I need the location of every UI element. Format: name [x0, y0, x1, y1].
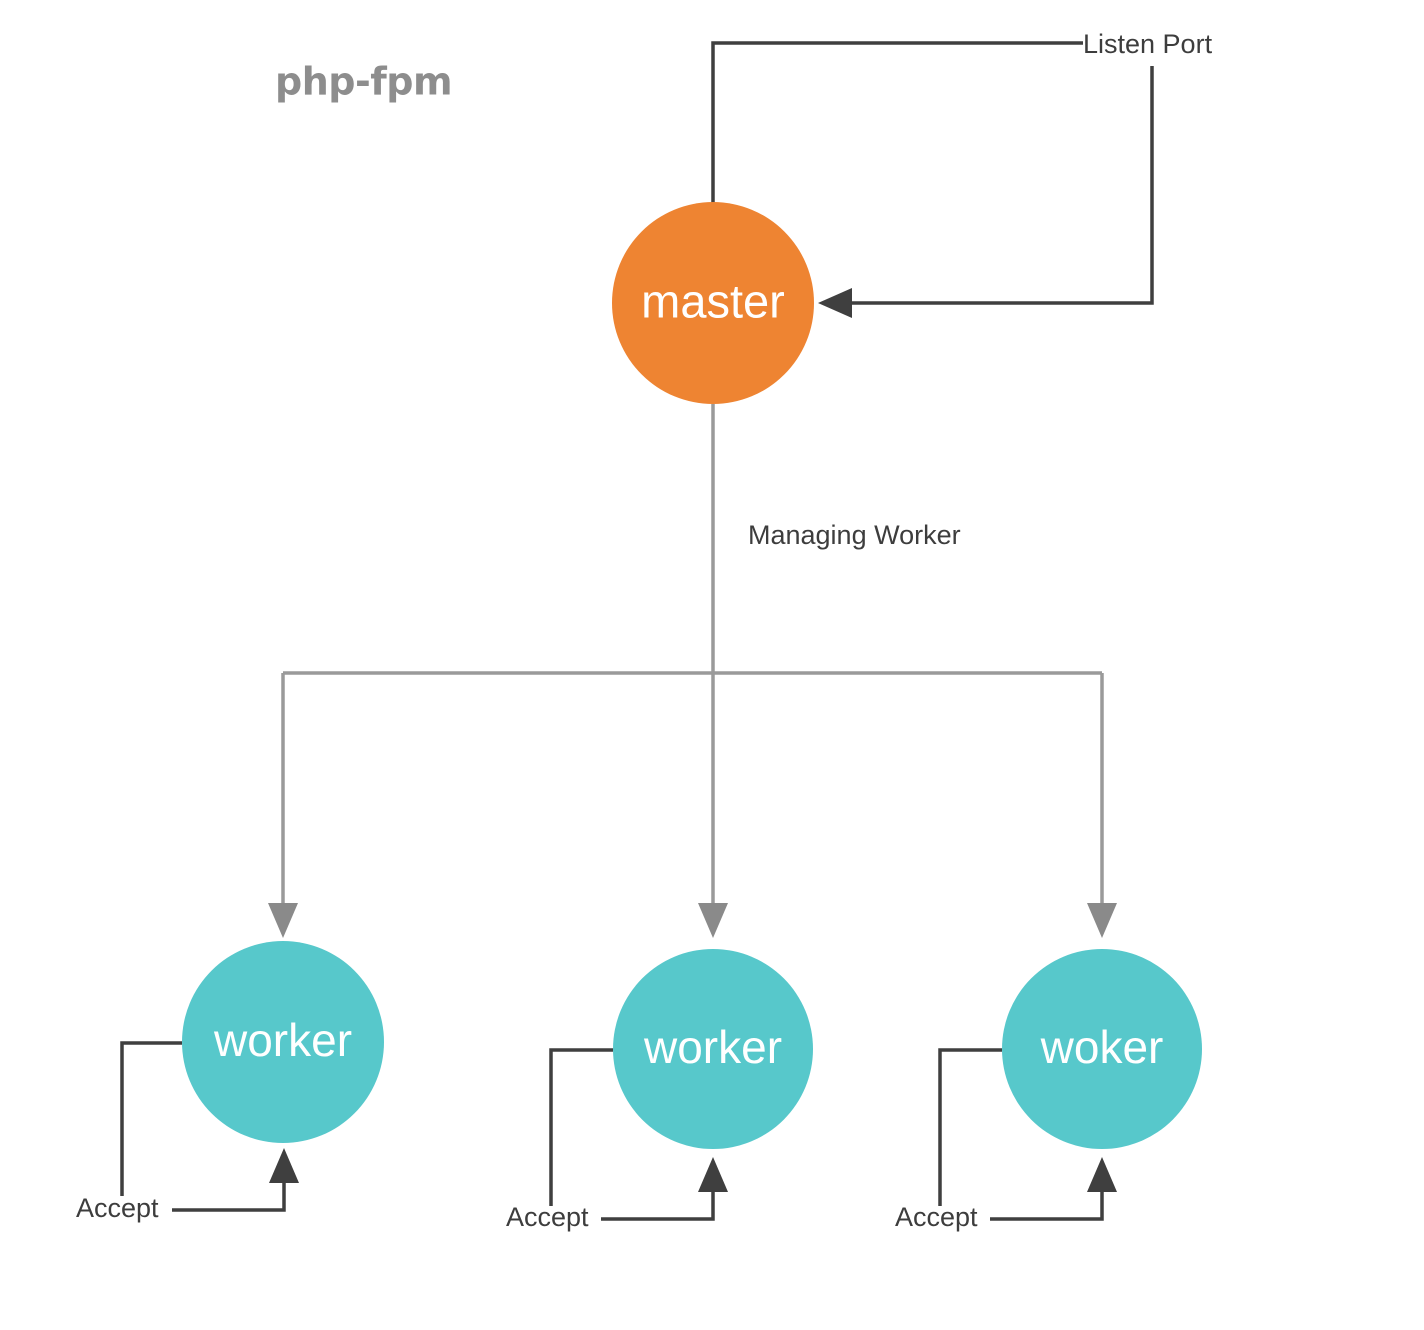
listen-port-arrowhead-icon [818, 288, 852, 318]
edge-accept-worker-3: Accept [895, 1048, 1117, 1232]
worker-1-label: worker [213, 1014, 352, 1066]
worker-1-circle[interactable] [182, 941, 384, 1143]
node-worker-2[interactable]: worker [613, 949, 813, 1149]
worker-3-circle[interactable] [1002, 949, 1202, 1149]
edge-label-listen-port: Listen Port [1083, 29, 1213, 59]
edge-label-accept-3: Accept [895, 1202, 978, 1232]
managing-worker-arrowhead-left-icon [268, 903, 298, 938]
worker-2-circle[interactable] [613, 949, 813, 1149]
edge-label-accept-2: Accept [506, 1202, 589, 1232]
master-node-label: master [641, 274, 785, 327]
worker-3-label: woker [1040, 1021, 1164, 1073]
edge-accept-worker-1: Accept [76, 1041, 299, 1223]
accept-2-arrowhead-icon [698, 1157, 728, 1192]
edge-listen-port: Listen Port [711, 29, 1213, 318]
master-circle[interactable] [612, 202, 814, 404]
node-worker-3[interactable]: woker [1002, 949, 1202, 1149]
accept-3-arrowhead-icon [1087, 1157, 1117, 1192]
accept-1-inbound-line [120, 1041, 182, 1196]
edge-accept-worker-2: Accept [506, 1048, 728, 1232]
node-worker-1[interactable]: worker [182, 941, 384, 1143]
edge-label-managing-worker: Managing Worker [748, 520, 961, 550]
node-master[interactable]: master [612, 202, 814, 404]
worker-2-label: worker [643, 1021, 782, 1073]
managing-worker-arrowhead-middle-icon [698, 903, 728, 938]
accept-2-outbound-line [601, 1181, 715, 1221]
accept-3-inbound-line [938, 1048, 1002, 1206]
edge-label-accept-1: Accept [76, 1193, 159, 1223]
accept-1-arrowhead-icon [269, 1148, 299, 1183]
diagram-title: php-fpm [275, 60, 452, 104]
accept-2-inbound-line [549, 1048, 613, 1206]
listen-port-line-return [846, 66, 1154, 305]
edge-managing-worker: Managing Worker [268, 404, 1117, 938]
listen-port-line-top [711, 41, 1083, 205]
managing-worker-arrowhead-right-icon [1087, 903, 1117, 938]
accept-3-outbound-line [990, 1181, 1104, 1221]
accept-1-outbound-line [172, 1172, 286, 1212]
